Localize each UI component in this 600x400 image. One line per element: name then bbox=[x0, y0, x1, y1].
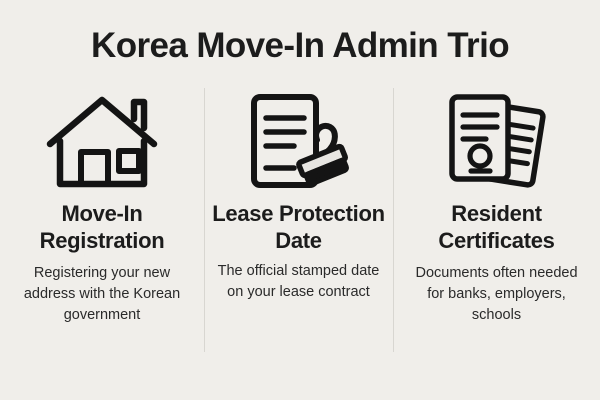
stacked-certificates-icon bbox=[444, 88, 550, 196]
column-body-text: The official stamped date on your lease … bbox=[217, 263, 380, 300]
column-lease-protection-date: Lease Protection Date The official stamp… bbox=[204, 88, 393, 356]
column-heading: Lease Protection Date bbox=[212, 201, 385, 253]
page-title: Korea Move-In Admin Trio bbox=[91, 26, 510, 65]
column-move-in-registration: Move-In Registration Registering your ne… bbox=[0, 88, 204, 356]
house-icon bbox=[46, 88, 158, 196]
stamped-document-icon bbox=[247, 88, 351, 196]
column-heading: Resident Certificates bbox=[438, 201, 555, 253]
column-divider-2 bbox=[393, 88, 394, 352]
columns-container: Move-In Registration Registering your ne… bbox=[0, 88, 600, 356]
column-body-text: Registering your new address with the Ko… bbox=[23, 265, 181, 323]
column-body-text: Documents often needed for banks, employ… bbox=[415, 265, 578, 323]
column-resident-certificates: Resident Certificates Documents often ne… bbox=[393, 88, 600, 356]
column-divider-1 bbox=[204, 88, 205, 352]
column-heading: Move-In Registration bbox=[39, 201, 165, 253]
